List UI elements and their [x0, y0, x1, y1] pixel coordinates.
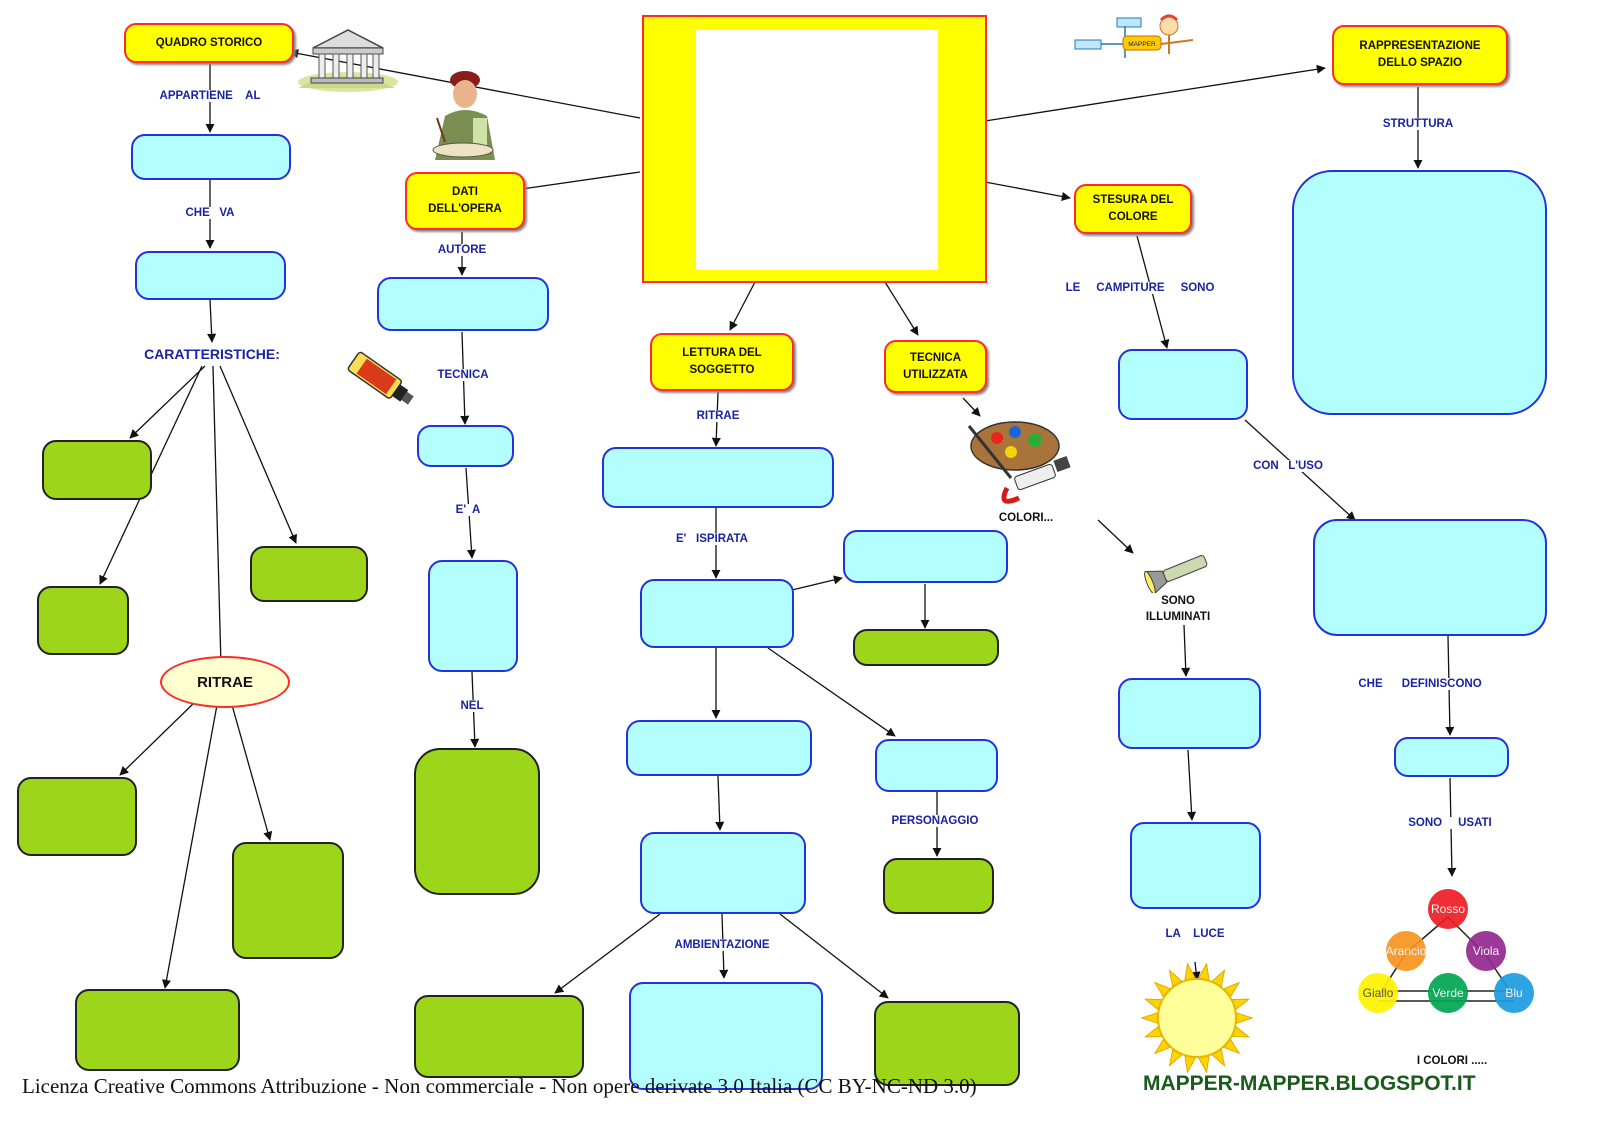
sun-ray	[1184, 962, 1196, 981]
label-e-ispirata: E' ISPIRATA	[674, 533, 750, 545]
label-personaggio: PERSONAGGIO	[889, 815, 981, 827]
empty-cyan-box[interactable]	[1292, 170, 1547, 415]
mapper-logo-text: MAPPER	[1128, 41, 1156, 48]
arrow-to-lettura	[729, 281, 756, 331]
label-ambientazione: AMBIENTAZIONE	[672, 939, 772, 951]
sun-ray	[1184, 1055, 1196, 1074]
empty-green-box[interactable]	[250, 546, 368, 602]
blog-link[interactable]: MAPPER-MAPPER.BLOGSPOT.IT	[1143, 1072, 1476, 1095]
stesura-colore-box: STESURA DEL COLORE	[1074, 184, 1192, 234]
empty-cyan-box[interactable]	[417, 425, 514, 467]
paint-tube-icon	[347, 351, 414, 405]
lettura-soggetto-box: LETTURA DEL SOGGETTO	[650, 333, 794, 391]
color-node-label: Viola	[1473, 944, 1500, 958]
empty-cyan-box[interactable]	[602, 447, 834, 508]
arrow-to-tecnica	[884, 281, 919, 336]
empty-cyan-box[interactable]	[135, 251, 286, 300]
empty-green-box[interactable]	[17, 777, 137, 856]
label-autore: AUTORE	[435, 244, 489, 256]
arrow-to-dati	[514, 171, 641, 194]
sun-ray	[1141, 1012, 1158, 1024]
label-le-campiture-sono: LE CAMPITURE SONO	[1063, 282, 1217, 294]
color-node	[1466, 931, 1506, 971]
label-sono-usati: SONO USATI	[1406, 817, 1494, 829]
license-text: Licenza Creative Commons Attribuzione - …	[22, 1074, 977, 1098]
empty-green-box[interactable]	[883, 858, 994, 914]
empty-cyan-box[interactable]	[131, 134, 291, 180]
label-che-va: CHE VA	[183, 207, 237, 219]
empty-cyan-box[interactable]	[626, 720, 812, 776]
empty-green-box[interactable]	[42, 440, 152, 500]
ritrae-oval: RITRAE	[160, 656, 290, 708]
empty-cyan-box[interactable]	[875, 739, 998, 792]
color-node	[1358, 973, 1398, 1013]
central-image-placeholder	[696, 30, 938, 270]
color-node-label: Verde	[1432, 986, 1464, 1000]
sun-ray	[1198, 962, 1210, 981]
label-caratteristiche: CARATTERISTICHE:	[142, 346, 282, 362]
label-appartiene-al: APPARTIENE AL	[157, 90, 263, 102]
empty-green-box[interactable]	[37, 586, 129, 655]
label-tecnica: TECNICA	[435, 369, 491, 381]
color-node-label: Rosso	[1431, 902, 1465, 916]
central-image-frame	[642, 15, 987, 283]
sun-icon	[1141, 962, 1253, 1074]
empty-green-box[interactable]	[414, 748, 540, 895]
label-colori: COLORI...	[998, 511, 1054, 524]
empty-cyan-box[interactable]	[1313, 519, 1547, 636]
dati-opera-box: DATI DELL'OPERA	[405, 172, 525, 230]
label-i-colori: I COLORI .....	[1416, 1054, 1488, 1067]
arrow-to-stesura	[984, 181, 1071, 201]
empty-green-box[interactable]	[75, 989, 240, 1071]
color-node	[1494, 973, 1534, 1013]
label-struttura: STRUTTURA	[1380, 118, 1456, 130]
label-che-definiscono: CHE DEFINISCONO	[1356, 678, 1484, 690]
empty-cyan-box[interactable]	[1118, 349, 1248, 420]
label-sono-illuminati: SONO ILLUMINATI	[1145, 594, 1211, 623]
color-node-label: Arancio	[1386, 944, 1427, 958]
color-node	[1428, 973, 1468, 1013]
empty-cyan-box[interactable]	[428, 560, 518, 672]
flashlight-icon	[1144, 555, 1208, 593]
palette-icon	[967, 421, 1071, 504]
label-nel: NEL	[458, 700, 486, 712]
empty-cyan-box[interactable]	[629, 982, 823, 1090]
label-ritrae: RITRAE	[694, 410, 742, 422]
color-node-label: Blu	[1505, 986, 1522, 1000]
color-node	[1386, 931, 1426, 971]
empty-cyan-box[interactable]	[1118, 678, 1261, 749]
empty-cyan-box[interactable]	[843, 530, 1008, 583]
mapper-logo-icon: MAPPER	[1074, 14, 1194, 58]
painter-icon	[432, 71, 495, 160]
empty-cyan-box[interactable]	[377, 277, 549, 331]
arrow-to-spazio	[984, 64, 1326, 122]
empty-green-box[interactable]	[853, 629, 999, 666]
rappresentazione-spazio-box: RAPPRESENTAZIONE DELLO SPAZIO	[1332, 25, 1508, 85]
empty-cyan-box[interactable]	[1394, 737, 1509, 777]
quadro-storico-box: QUADRO STORICO	[124, 23, 294, 63]
greek-temple-icon	[298, 29, 398, 92]
empty-cyan-box[interactable]	[640, 579, 794, 648]
empty-green-box[interactable]	[874, 1001, 1020, 1086]
color-node	[1428, 889, 1468, 929]
sun-ray	[1198, 1055, 1210, 1074]
tecnica-utilizzata-box: TECNICA UTILIZZATA	[884, 340, 987, 393]
empty-cyan-box[interactable]	[1130, 822, 1261, 909]
empty-green-box[interactable]	[232, 842, 344, 959]
empty-green-box[interactable]	[414, 995, 584, 1078]
sun-ray	[1236, 1012, 1253, 1024]
label-con-uso: CON L'USO	[1251, 460, 1325, 472]
ritrae-oval-label: RITRAE	[197, 673, 253, 691]
label-e-a: E' A	[453, 504, 483, 516]
label-la-luce: LA LUCE	[1163, 928, 1227, 940]
color-node-label: Giallo	[1363, 986, 1394, 1000]
empty-cyan-box[interactable]	[640, 832, 806, 914]
